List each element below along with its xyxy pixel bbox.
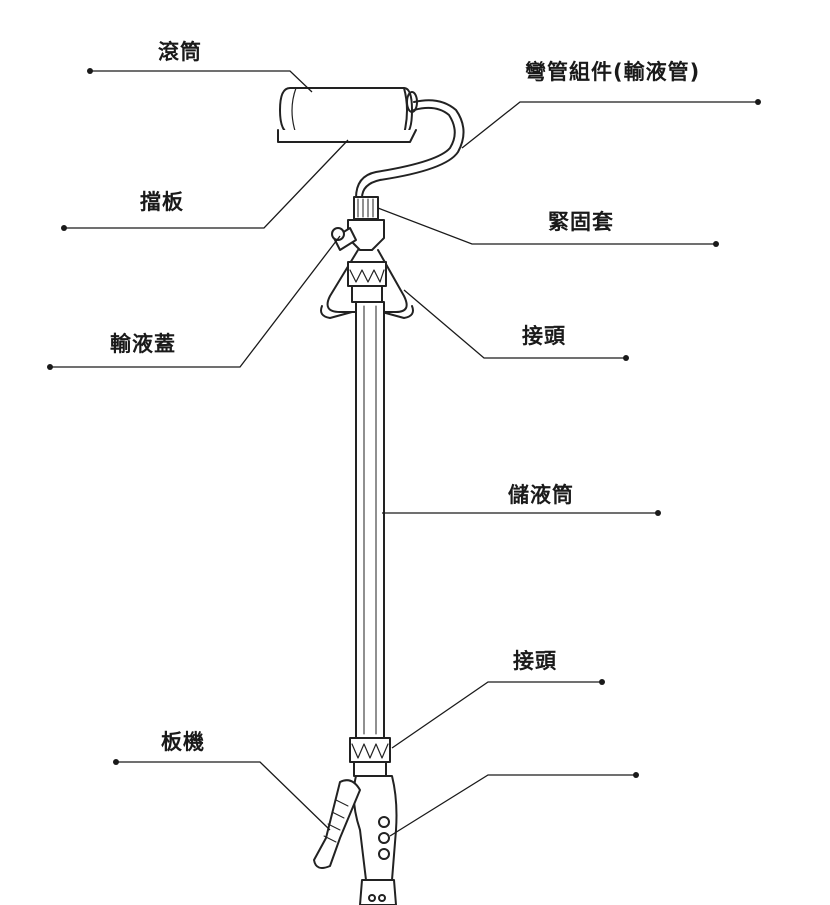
label-joint-bottom: 接頭 [513, 649, 557, 673]
label-baffle: 擋板 [140, 190, 184, 214]
roller-drum [279, 87, 418, 135]
top-connector [320, 219, 414, 319]
leader-baffle [64, 139, 349, 229]
leader-trigger [116, 761, 331, 831]
label-fastening-sleeve: 緊固套 [548, 210, 614, 234]
leader-joint-top [403, 289, 626, 359]
label-fill-cap: 輸液蓋 [110, 332, 176, 356]
bottom-connector [349, 737, 391, 777]
leader-dots [47, 68, 761, 778]
leader-joint-bottom [391, 681, 602, 749]
leader-lines [50, 70, 758, 837]
bend-tube [355, 99, 465, 199]
reservoir-tube [355, 301, 385, 739]
label-trigger: 板機 [161, 730, 205, 754]
fastening-sleeve [353, 196, 379, 220]
handle [352, 775, 398, 905]
trigger [313, 779, 361, 869]
label-bend-tube: 彎管組件(輸液管) [525, 60, 701, 84]
label-roller: 滾筒 [158, 40, 202, 64]
leader-handle [389, 774, 636, 837]
label-reservoir: 儲液筒 [508, 483, 574, 507]
leader-roller [90, 70, 313, 93]
leader-fastening-sleeve [377, 207, 716, 245]
label-joint-top: 接頭 [522, 324, 566, 348]
baffle-plate [277, 129, 417, 143]
leader-fill-cap [50, 235, 341, 368]
leader-bend-tube [461, 101, 758, 149]
